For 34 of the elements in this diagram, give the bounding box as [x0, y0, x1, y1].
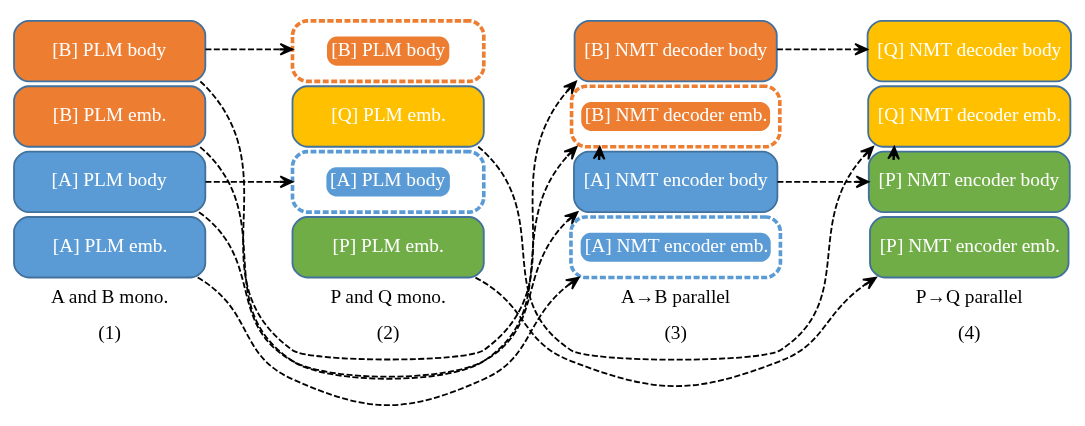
arrow: [474, 276, 877, 388]
node-box: [Q] NMT decoder body: [866, 19, 1072, 83]
node-box: [B] NMT decoder emb.: [569, 84, 782, 149]
node-box: [Q] NMT decoder emb.: [867, 85, 1072, 148]
label: P and Q mono.: [330, 285, 446, 307]
arrow: [196, 276, 580, 407]
node-box: [Q] PLM emb.: [291, 85, 485, 148]
node-box: [B] NMT decoder body: [573, 19, 778, 83]
label: (2): [376, 322, 400, 344]
node-box: [A] PLM emb.: [13, 216, 207, 279]
arrow: [592, 145, 606, 161]
node-box: [A] PLM body: [290, 149, 486, 214]
node-box: [P] NMT encoder emb.: [869, 216, 1070, 279]
node-box: [P] PLM emb.: [291, 216, 485, 279]
arrow: [199, 80, 577, 361]
node-box: [B] PLM emb.: [13, 85, 207, 148]
label: P→Q parallel: [915, 285, 1023, 307]
node-box: [A] NMT encoder emb.: [569, 215, 783, 280]
node-box: [B] PLM body: [13, 19, 207, 83]
label: (4): [957, 322, 981, 344]
arrow: [776, 43, 869, 56]
label: A→B parallel: [621, 285, 731, 307]
arrow: [198, 211, 579, 378]
arrow: [204, 43, 294, 56]
arrow: [204, 175, 294, 189]
arrow: [477, 145, 874, 361]
arrow: [199, 145, 578, 380]
label: A and B mono.: [51, 285, 169, 307]
label: (1): [98, 322, 121, 344]
arrow: [776, 175, 870, 189]
label: (3): [664, 322, 687, 344]
node-box: [B] PLM body: [290, 19, 486, 84]
node-box: [A] PLM body: [13, 150, 207, 214]
arrow: [887, 145, 900, 161]
